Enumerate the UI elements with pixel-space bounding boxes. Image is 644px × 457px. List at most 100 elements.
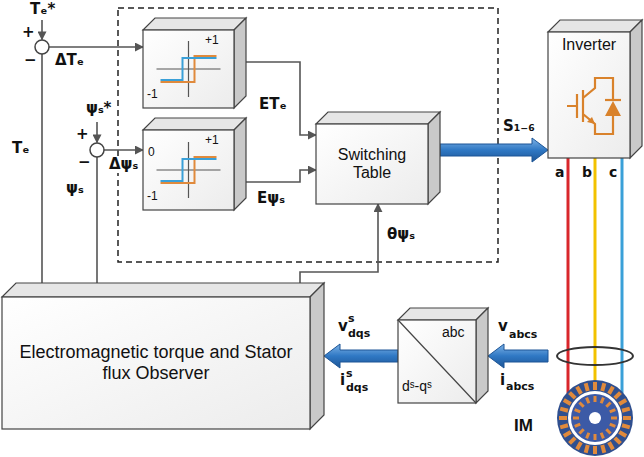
rotor-bar [609,423,616,428]
signal-label: ψₛ* [86,100,111,117]
cube-side [428,112,440,204]
cube-top [2,283,324,297]
cube-side [310,283,324,429]
diode-bar [605,99,621,101]
cube-face [143,30,234,108]
stator-slot [618,398,627,405]
edge-label: Δψₛ [108,156,139,173]
signal-label: s [348,313,355,326]
stator-slot [607,441,614,450]
node-text: +1 [205,134,219,148]
stator-slot [600,445,606,454]
signal-label: dqs [346,382,368,395]
edge-label: θψₛ [386,226,416,243]
rotor-bar [605,428,611,434]
node-text: -1 [147,88,158,102]
shaft [589,412,601,424]
stator-slot [568,391,576,399]
stator-slot [622,423,631,429]
current-sensor-ring [557,347,633,365]
signal-line [246,62,316,135]
cube-face [548,32,630,158]
emitter-arrow [587,117,595,124]
rotor-bar [611,417,617,420]
signal-label: − [78,154,91,171]
stator-slot [568,436,576,444]
signal-label: abcs [509,329,537,342]
rotor-bar [578,428,584,434]
signal-arrow [324,344,398,368]
signal-label: + [76,126,89,143]
stator-slot [607,386,614,395]
stator-slot [559,416,567,420]
induction-motor: IM [548,330,642,457]
rotor-bar [574,423,581,428]
rotor-bar [594,396,597,402]
stator-slot [613,436,621,444]
signal-label: ψₛ [66,180,84,197]
edge-label: c [608,164,618,180]
node-text: dˢ-qˢ [402,378,432,394]
stator-slot [613,391,621,399]
node-text: Electromagnetic torque and Stator flux O… [2,342,310,383]
stator-slot [600,383,606,392]
cube-top [143,18,246,30]
cube-top [316,112,440,124]
signal-label: i [500,372,505,389]
signal-line [42,47,143,283]
cube-side [234,18,246,108]
divider-line [398,320,476,403]
cube-side [234,118,246,210]
node-text: Switching Table [316,146,428,183]
signal-line [246,170,316,182]
cube-face [316,124,428,204]
node-shape [143,118,246,210]
diode-symbol [605,101,621,116]
edge-label: b [581,164,593,180]
hysteresis-comparator: +1 -1 [143,18,246,108]
rotor-bar [585,432,590,439]
node-shape [143,18,246,108]
stator-slot [593,446,597,454]
hysteresis-curve [161,58,217,80]
reference-arrow [41,20,43,40]
phase-wire [621,158,624,330]
air-gap [568,391,622,445]
signal-label: abcs [506,381,534,394]
node-text: abc [442,324,465,340]
observer-box: Electromagnetic torque and Stator flux O… [2,283,324,429]
axes [157,142,221,198]
node-text: +1 [205,34,219,48]
rotor-bar [573,417,579,420]
node-shape [548,330,642,457]
igbt-symbol [567,78,613,134]
signal-line [97,150,143,283]
switching-table: Switching Table [316,112,440,204]
cube-face [143,130,234,210]
stator-slot [560,423,569,429]
stator-slot [584,445,590,454]
axes [157,41,221,97]
signal-arrow [440,138,548,162]
node-text: 0 [148,146,155,160]
rotor-bar [578,401,584,407]
signal-label: i [340,372,345,389]
summing-junction [90,143,104,157]
rotor-bar [574,408,581,413]
phase-wire [594,330,597,382]
signal-label: Tₑ* [30,1,55,18]
signal-label: + [22,24,35,41]
stator-slot [593,382,597,390]
edge-label: a [554,164,565,180]
rotor-bar [600,397,605,404]
stator-slot [584,383,590,392]
edge-label: ΔTₑ [54,52,85,69]
transform-box: abc dˢ-qˢ [398,308,488,403]
hysteresis-comparator: +10-1 [143,118,246,210]
signal-label: − [24,52,37,69]
stator-slot [560,407,569,413]
hysteresis-curve [161,157,217,183]
cube-side [476,308,488,403]
rotor-bar [600,432,605,439]
signal-label: v [338,318,348,335]
